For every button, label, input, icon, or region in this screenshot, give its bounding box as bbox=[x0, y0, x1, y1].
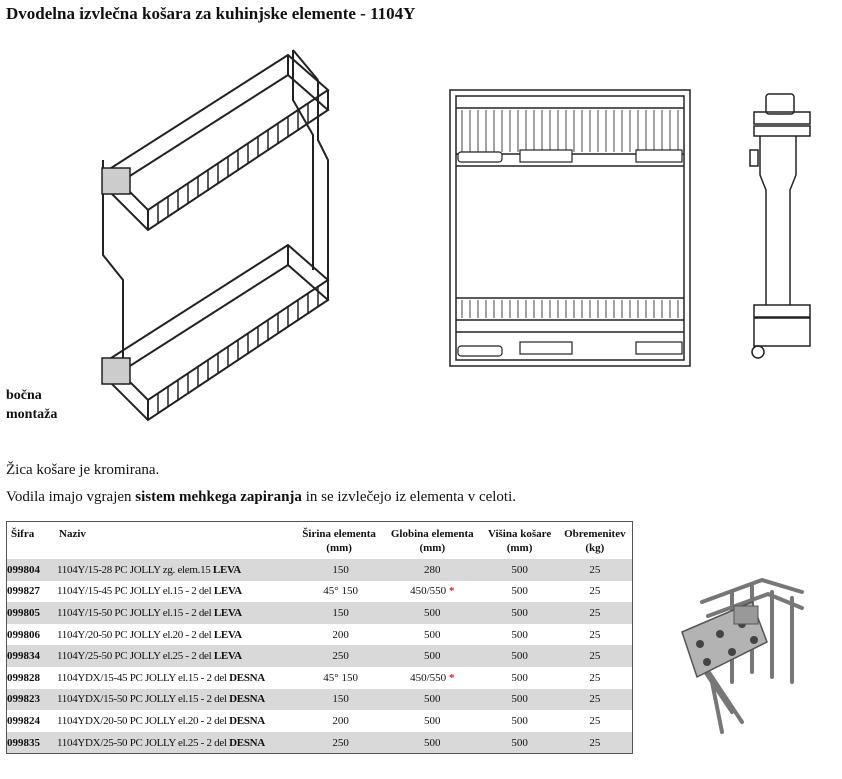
cell-height: 500 bbox=[511, 714, 528, 727]
side-view-drawing bbox=[749, 93, 811, 359]
cell-name: 1104Y/20-50 PC JOLLY el.20 - 2 del LEVA bbox=[57, 628, 242, 641]
cell-width: 45° 150 bbox=[323, 671, 358, 684]
cell-width: 45° 150 bbox=[323, 585, 358, 598]
cell-name: 1104Y/15-45 PC JOLLY el.15 - 2 del LEVA bbox=[57, 585, 242, 598]
cell-name: 1104Y/25-50 PC JOLLY el.25 - 2 del LEVA bbox=[55, 645, 296, 667]
cell-width: 150 bbox=[295, 559, 384, 581]
cell-code: 099804 bbox=[6, 559, 55, 581]
col-code: Šifra bbox=[11, 528, 35, 540]
table-header-row: Šifra Naziv Širina elementa(mm) Globina … bbox=[7, 522, 633, 560]
cell-name: 1104YDX/15-45 PC JOLLY el.15 - 2 del DES… bbox=[57, 671, 265, 684]
cell-depth: 500 bbox=[383, 731, 482, 754]
cell-load: 25 bbox=[557, 688, 633, 711]
cell-name: 1104Y/15-50 PC JOLLY el.15 - 2 del LEVA bbox=[55, 602, 296, 624]
cell-code: 099823 bbox=[6, 688, 55, 711]
cell-height: 500 bbox=[481, 688, 558, 711]
table-row: 099827 1104Y/15-45 PC JOLLY el.15 - 2 del… bbox=[7, 581, 633, 603]
cell-code: 099828 bbox=[7, 671, 40, 684]
front-view-drawing bbox=[449, 89, 691, 367]
cell-name: 1104YDX/25-50 PC JOLLY el.25 - 2 del DES… bbox=[55, 731, 296, 754]
cell-depth: 500 bbox=[424, 714, 441, 727]
cell-load: 25 bbox=[557, 645, 633, 667]
cell-height: 500 bbox=[511, 671, 528, 684]
cell-width: 150 bbox=[295, 688, 384, 711]
cell-code: 099805 bbox=[6, 602, 55, 624]
cell-depth: 450/550 * bbox=[410, 585, 455, 598]
col-width: Širina elementa(mm) bbox=[302, 528, 376, 554]
cell-code: 099827 bbox=[7, 585, 40, 598]
cell-depth: 500 bbox=[383, 688, 482, 711]
cell-height: 500 bbox=[511, 628, 528, 641]
cell-height: 500 bbox=[481, 602, 558, 624]
cell-code: 099806 bbox=[7, 628, 40, 641]
cell-load: 25 bbox=[557, 602, 633, 624]
col-name: Naziv bbox=[59, 528, 86, 540]
cell-load: 25 bbox=[557, 559, 633, 581]
cell-width: 250 bbox=[295, 645, 384, 667]
cell-height: 500 bbox=[481, 559, 558, 581]
cell-depth: 500 bbox=[383, 645, 482, 667]
cell-depth: 500 bbox=[383, 602, 482, 624]
cell-depth: 500 bbox=[424, 628, 441, 641]
cell-width: 150 bbox=[295, 602, 384, 624]
cell-code: 099835 bbox=[6, 731, 55, 754]
hardware-photo bbox=[681, 577, 804, 734]
cell-load: 25 bbox=[589, 671, 601, 684]
col-height: Višina košare(mm) bbox=[487, 528, 552, 554]
table-row: 099824 1104YDX/20-50 PC JOLLY el.20 - 2 d… bbox=[7, 710, 633, 732]
product-table: Šifra Naziv Širina elementa(mm) Globina … bbox=[6, 521, 633, 755]
table-row: 099828 1104YDX/15-45 PC JOLLY el.15 - 2 d… bbox=[7, 667, 633, 689]
cell-name: 1104Y/15-28 PC JOLLY zg. elem.15 LEVA bbox=[55, 559, 296, 581]
table-row: 099806 1104Y/20-50 PC JOLLY el.20 - 2 del… bbox=[7, 624, 633, 646]
cell-name: 1104YDX/15-50 PC JOLLY el.15 - 2 del DES… bbox=[55, 688, 296, 711]
chrome-note: Žica košare je kromirana. bbox=[6, 462, 160, 478]
cell-height: 500 bbox=[481, 645, 558, 667]
col-depth: Globina elementa(mm) bbox=[390, 528, 474, 554]
cell-depth: 280 bbox=[383, 559, 482, 581]
cell-load: 25 bbox=[589, 585, 601, 598]
cell-load: 25 bbox=[589, 714, 601, 727]
soft-close-note: Vodila imajo vgrajen sistem mehkega zapi… bbox=[6, 489, 517, 505]
page-title: Dvodelna izvlečna košara za kuhinjske el… bbox=[6, 4, 416, 23]
cell-width: 200 bbox=[332, 628, 349, 641]
cell-code: 099834 bbox=[6, 645, 55, 667]
cell-load: 25 bbox=[557, 731, 633, 754]
cell-width: 250 bbox=[295, 731, 384, 754]
side-mount-label: bočna montaža bbox=[6, 388, 58, 422]
basket-illustration bbox=[101, 49, 330, 422]
cell-load: 25 bbox=[589, 628, 601, 641]
cell-width: 200 bbox=[332, 714, 349, 727]
cell-height: 500 bbox=[481, 731, 558, 754]
cell-code: 099824 bbox=[7, 714, 40, 727]
cell-name: 1104YDX/20-50 PC JOLLY el.20 - 2 del DES… bbox=[57, 714, 265, 727]
cell-depth: 450/550 * bbox=[410, 671, 455, 684]
col-load: Obremenitev(kg) bbox=[564, 528, 626, 554]
cell-height: 500 bbox=[511, 585, 528, 598]
